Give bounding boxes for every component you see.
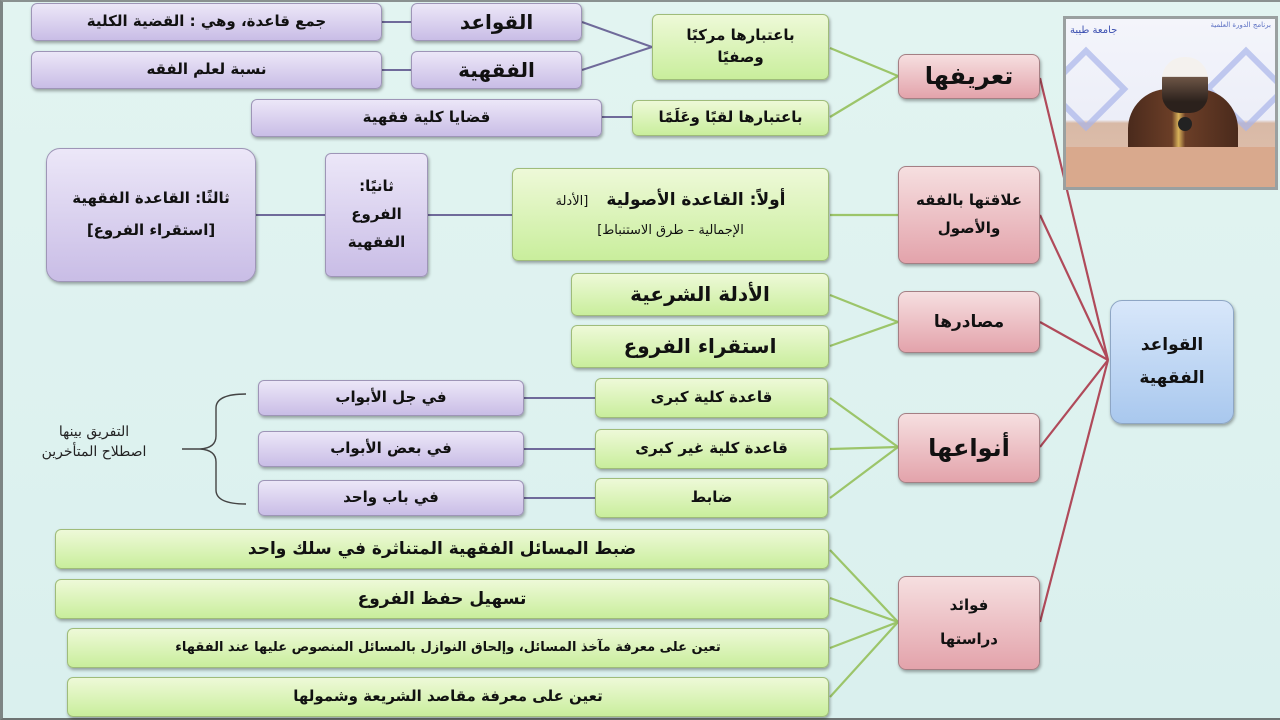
branch-definition[interactable]: تعريفها [898, 54, 1040, 99]
types-note-line1: التفريق بينها [58, 424, 130, 440]
word-fiqhiyya-label: الفقهية [458, 57, 535, 82]
benefit-item-2-label: تسهيل حفظ الفروع [357, 588, 527, 609]
relation-third-node[interactable]: ثالثًا: القاعدة الفقهية [استقراء الفروع] [46, 148, 256, 282]
third-line2: [استقراء الفروع] [86, 221, 216, 239]
compound-line1: باعتبارها مركبًا [686, 26, 795, 45]
relation-label-line1: علاقتها بالفقه [916, 191, 1022, 210]
second-line1: ثانيًا: [359, 177, 394, 196]
word-qawaid-node[interactable]: القواعد [411, 3, 582, 41]
benefit-item-3[interactable]: تعين على معرفة مآخذ المسائل، وإلحاق النو… [67, 628, 829, 668]
definition-title-node[interactable]: باعتبارها لقبًا وعَلَمًا [632, 100, 829, 136]
sources-label: مصادرها [933, 311, 1005, 332]
scope-item-3-label: في باب واحد [343, 488, 439, 507]
type-item-1[interactable]: قاعدة كلية كبرى [595, 378, 828, 418]
type-item-2[interactable]: قاعدة كلية غير كبرى [595, 429, 828, 469]
word-qawaid-meaning[interactable]: جمع قاعدة، وهي : القضية الكلية [31, 3, 382, 41]
branch-sources[interactable]: مصادرها [898, 291, 1040, 353]
type-item-3-label: ضابط [690, 488, 733, 507]
benefit-item-1[interactable]: ضبط المسائل الفقهية المتناثرة في سلك واح… [55, 529, 829, 569]
sources-item-1-label: الأدلة الشرعية [630, 282, 770, 306]
title-meaning-label: قضايا كلية فقهية [362, 108, 491, 127]
root-label-line2: الفقهية [1139, 368, 1205, 388]
benefit-item-1-label: ضبط المسائل الفقهية المتناثرة في سلك واح… [247, 538, 637, 559]
microphone-icon [1178, 117, 1192, 131]
compound-line2: وصفيًا [717, 48, 764, 66]
types-note: التفريق بينها اصطلاح المتأخرين [4, 423, 184, 462]
sources-item-1[interactable]: الأدلة الشرعية [571, 273, 829, 316]
third-line1: ثالثًا: القاعدة الفقهية [72, 189, 230, 208]
first-main-label: أولاً: القاعدة الأصولية [606, 189, 786, 210]
lecturer-head [1162, 57, 1208, 113]
word-qawaid-meaning-label: جمع قاعدة، وهي : القضية الكلية [86, 12, 327, 31]
benefits-label-line2: دراستها [940, 630, 998, 648]
word-fiqhiyya-meaning[interactable]: نسبة لعلم الفقه [31, 51, 382, 89]
benefit-item-4[interactable]: تعين على معرفة مقاصد الشريعة وشمولها [67, 677, 829, 717]
types-label: أنواعها [928, 433, 1010, 462]
relation-second-node[interactable]: ثانيًا: الفروع الفقهية [325, 153, 428, 277]
definition-compound-node[interactable]: باعتبارها مركبًا وصفيًا [652, 14, 829, 80]
lecturer-video-overlay[interactable]: برنامج الدورة العلمية جامعة طيبة [1063, 16, 1278, 190]
relation-label-line2: والأصول [937, 219, 1001, 237]
first-line2-label: الإجمالية – طرق الاستنباط] [597, 223, 744, 239]
branch-types[interactable]: أنواعها [898, 413, 1040, 483]
root-node[interactable]: القواعد الفقهية [1110, 300, 1234, 424]
scope-item-1[interactable]: في جل الأبواب [258, 380, 524, 416]
benefits-label-line1: فوائد [949, 596, 989, 615]
sources-item-2-label: استقراء الفروع [623, 334, 777, 358]
scope-item-2-label: في بعض الأبواب [330, 439, 452, 458]
benefit-item-2[interactable]: تسهيل حفظ الفروع [55, 579, 829, 619]
second-line3: الفقهية [347, 232, 406, 251]
definition-title-label: باعتبارها لقبًا وعَلَمًا [658, 108, 803, 127]
title-meaning-node[interactable]: قضايا كلية فقهية [251, 99, 602, 137]
sources-item-2[interactable]: استقراء الفروع [571, 325, 829, 368]
video-logo-text: جامعة طيبة [1070, 25, 1118, 36]
type-item-3[interactable]: ضابط [595, 478, 828, 518]
types-note-line2: اصطلاح المتأخرين [41, 443, 147, 460]
first-extra-label: [الأدلة [555, 193, 589, 209]
scope-item-1-label: في جل الأبواب [335, 388, 447, 407]
benefit-item-3-label: تعين على معرفة مآخذ المسائل، وإلحاق النو… [175, 639, 721, 655]
word-fiqhiyya-node[interactable]: الفقهية [411, 51, 582, 89]
branch-definition-label: تعريفها [924, 62, 1014, 91]
branch-benefits[interactable]: فوائد دراستها [898, 576, 1040, 670]
scope-item-3[interactable]: في باب واحد [258, 480, 524, 516]
benefit-item-4-label: تعين على معرفة مقاصد الشريعة وشمولها [293, 687, 603, 706]
branch-relation[interactable]: علاقتها بالفقه والأصول [898, 166, 1040, 264]
relation-first-node[interactable]: أولاً: القاعدة الأصولية [الأدلة الإجمالي… [512, 168, 829, 261]
word-qawaid-label: القواعد [459, 9, 534, 34]
type-item-2-label: قاعدة كلية غير كبرى [635, 439, 788, 458]
type-item-1-label: قاعدة كلية كبرى [650, 388, 773, 407]
video-desk [1066, 147, 1275, 187]
root-label-line1: القواعد [1140, 335, 1204, 356]
word-fiqhiyya-meaning-label: نسبة لعلم الفقه [146, 60, 267, 79]
second-line2: الفروع [351, 205, 402, 224]
video-caption: برنامج الدورة العلمية [1210, 21, 1271, 29]
scope-item-2[interactable]: في بعض الأبواب [258, 431, 524, 467]
